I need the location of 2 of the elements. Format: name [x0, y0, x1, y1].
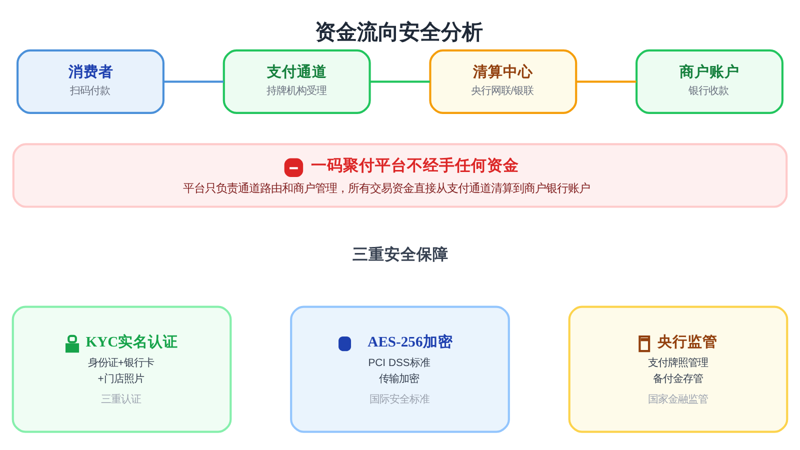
- label: 三重安全保障: [352, 246, 449, 263]
- diagram-title: 资金流向安全分析: [315, 20, 484, 44]
